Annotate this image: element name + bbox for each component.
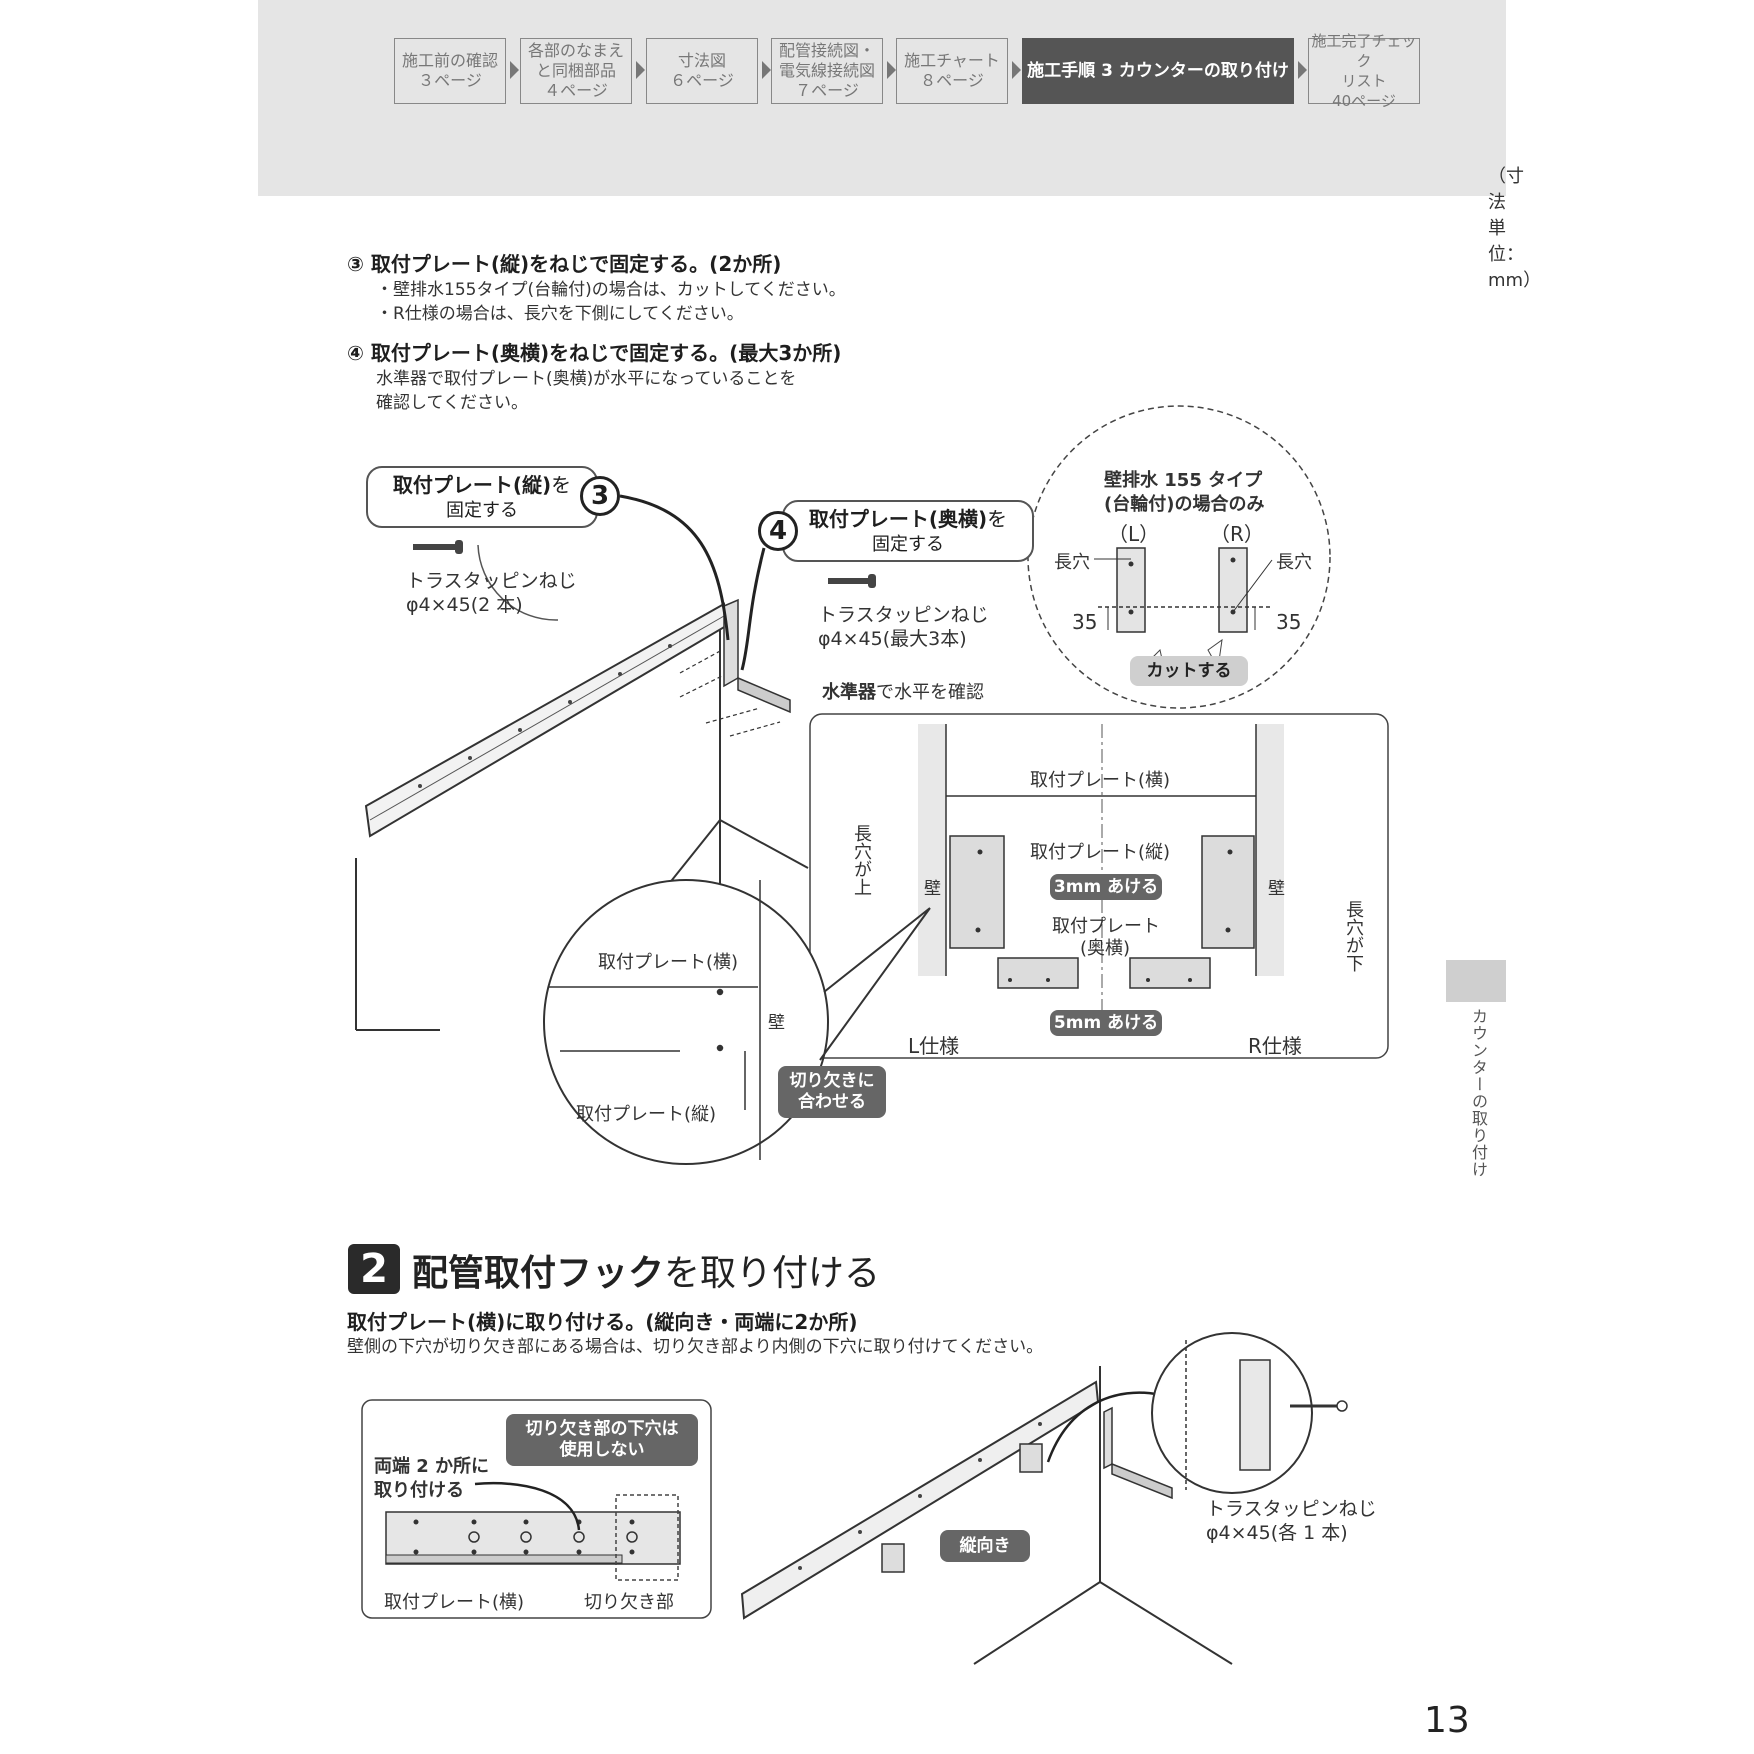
dim-right: 35 (1276, 610, 1302, 634)
callout4-line2: 固定する (872, 534, 944, 555)
nav-tab-chart[interactable]: 施工チャート ８ページ (896, 38, 1008, 104)
zoom-connector (819, 907, 931, 1061)
plate-vertical-perspective (723, 598, 791, 714)
header-band: 施工前の確認 ３ページ 各部のなまえ と同梱部品 ４ページ 寸法図 ６ページ 配… (258, 0, 1541, 291)
section2-screw-label: トラスタッピンねじ (1206, 1498, 1377, 1520)
step4-note-2: 確認してください。 (376, 393, 528, 413)
notch-align-label: 切り欠きに 合わせる (778, 1066, 886, 1118)
section2-title-rest: を取り付ける (664, 1253, 881, 1294)
cut-circle-title-2: (台輪付)の場合のみ (1104, 494, 1265, 515)
leader-badge3 (619, 494, 730, 641)
vertical-orientation-label: 縦向き (940, 1530, 1030, 1562)
step4-badge: 4 (758, 511, 798, 551)
cut-circle-R: （R） (1210, 522, 1264, 546)
zoom-circle (543, 879, 829, 1165)
side-tab-marker (1446, 960, 1506, 1002)
callout3-rest: を (551, 473, 572, 497)
box-plate-back-1: 取付プレート (1052, 916, 1160, 937)
level-rest: で水平を確認 (876, 682, 984, 703)
step3-heading: ③ 取付プレート(縦)をねじで固定する。(2か所) (347, 252, 782, 276)
leader-hook-zoom (1046, 1391, 1157, 1463)
nav-tab-current-step[interactable]: 施工手順 3 カウンターの取り付け (1022, 38, 1294, 104)
nav-tab-dimensions[interactable]: 寸法図 ６ページ (646, 38, 758, 104)
screw1-icon (413, 540, 559, 621)
zoom-drawing (548, 880, 761, 1160)
slot-label-left: 長穴 (1054, 552, 1090, 573)
nav-tab-part-names[interactable]: 各部のなまえ と同梱部品 ４ページ (520, 38, 632, 104)
inset-plate-label: 取付プレート(横) (384, 1592, 525, 1613)
section2-plate (740, 1380, 1173, 1620)
callout3-bold: 取付プレート(縦) (392, 473, 552, 497)
section2-title-bold: 配管取付フック (412, 1253, 665, 1294)
zoom-plate-horizontal: 取付プレート(横) (598, 952, 739, 973)
step4-heading: ④ 取付プレート(奥横)をねじで固定する。(最大3か所) (347, 341, 842, 365)
section2-heading: 取付プレート(横)に取り付ける。(縦向き・両端に2か所) (347, 1310, 858, 1334)
zoom-wall: 壁 (768, 1013, 785, 1033)
spec-L-label: L仕様 (908, 1034, 960, 1058)
section2-note: 壁側の下穴が切り欠き部にある場合は、切り欠き部より内側の下穴に取り付けてください… (347, 1337, 1044, 1357)
box-plate-vertical: 取付プレート(縦) (1030, 842, 1171, 863)
step3-note-1: ・壁排水155タイプ(台輪付)の場合は、カットしてください。 (376, 280, 846, 300)
section2-screw-size: φ4×45(各 1 本) (1206, 1522, 1348, 1544)
slot-up-label: 長穴が上 (851, 824, 872, 896)
slot-down-label: 長穴が下 (1343, 900, 1364, 972)
nav-arrow-icon (510, 61, 519, 79)
step3-badge: 3 (580, 476, 620, 516)
screw2-icon (828, 574, 876, 588)
level-bold: 水準器 (822, 682, 876, 703)
nav-arrow-icon (762, 61, 771, 79)
dim-left: 35 (1072, 610, 1098, 634)
cut-detail-plates (1094, 547, 1273, 670)
level-check-label: 水準器で水平を確認 (822, 678, 984, 704)
screw1-size: φ4×45(2 本) (406, 594, 523, 616)
screw-leader-lines (679, 649, 781, 737)
nav-arrow-icon (887, 61, 896, 79)
inset-ends-1: 両端 2 か所に (374, 1456, 490, 1477)
section2-title: 配管取付フックを取り付ける (412, 1244, 880, 1296)
section2-number: 2 (348, 1244, 400, 1294)
notch-hole-unused-label: 切り欠き部の下穴は 使用しない (506, 1414, 698, 1466)
nav-arrow-icon (636, 61, 645, 79)
box-plate-back-2: (奥横) (1080, 938, 1131, 959)
screw1-label: トラスタッピンねじ (406, 570, 577, 592)
inset-ends-2: 取り付ける (374, 1480, 464, 1501)
callout-fix-vertical-plate: 取付プレート(縦)を 固定する (366, 466, 598, 528)
nav-arrow-icon (1012, 61, 1021, 79)
screw2-size: φ4×45(最大3本) (818, 628, 967, 650)
box-wall-left: 壁 (924, 879, 941, 899)
callout4-rest: を (987, 507, 1008, 531)
slot-label-right: 長穴 (1276, 552, 1312, 573)
page-number: 13 (1424, 1700, 1470, 1741)
step3-note-2: ・R仕様の場合は、長穴を下側にしてください。 (376, 304, 744, 324)
plate-horizontal-perspective (364, 602, 728, 838)
screw2-label: トラスタッピンねじ (818, 604, 989, 626)
cut-circle-title-1: 壁排水 155 タイプ (1104, 470, 1263, 491)
callout-fix-back-plate: 取付プレート(奥横)を 固定する (782, 500, 1034, 562)
gap-5mm-label: 5mm あける (1050, 1010, 1162, 1036)
box-wall-right: 壁 (1268, 879, 1285, 899)
hook-zoom-drawing (1185, 1340, 1348, 1490)
callout3-line2: 固定する (446, 500, 518, 521)
callout4-bold: 取付プレート(奥横) (808, 507, 988, 531)
spec-R-label: R仕様 (1248, 1034, 1302, 1058)
step4-note-1: 水準器で取付プレート(奥横)が水平になっていることを (376, 369, 797, 389)
nav-tab-pre-check[interactable]: 施工前の確認 ３ページ (394, 38, 506, 104)
nav-tab-piping[interactable]: 配管接続図・ 電気線接続図 ７ページ (771, 38, 883, 104)
leader-badge4 (740, 547, 766, 671)
gap-3mm-label: 3mm あける (1050, 874, 1162, 900)
spec-box-drawing (918, 724, 1284, 1010)
inset-notch-label: 切り欠き部 (584, 1592, 674, 1613)
inset-plate (385, 1481, 681, 1581)
cut-circle-L: （L） (1108, 522, 1160, 546)
nav-arrow-icon (1298, 61, 1307, 79)
cut-label: カットする (1130, 656, 1248, 686)
zoom-plate-vertical: 取付プレート(縦) (576, 1104, 717, 1125)
box-plate-horizontal: 取付プレート(横) (1030, 770, 1171, 791)
hook-zoom-circle (1151, 1332, 1313, 1494)
side-tab-label: カウンターの取り付け (1469, 1008, 1488, 1178)
